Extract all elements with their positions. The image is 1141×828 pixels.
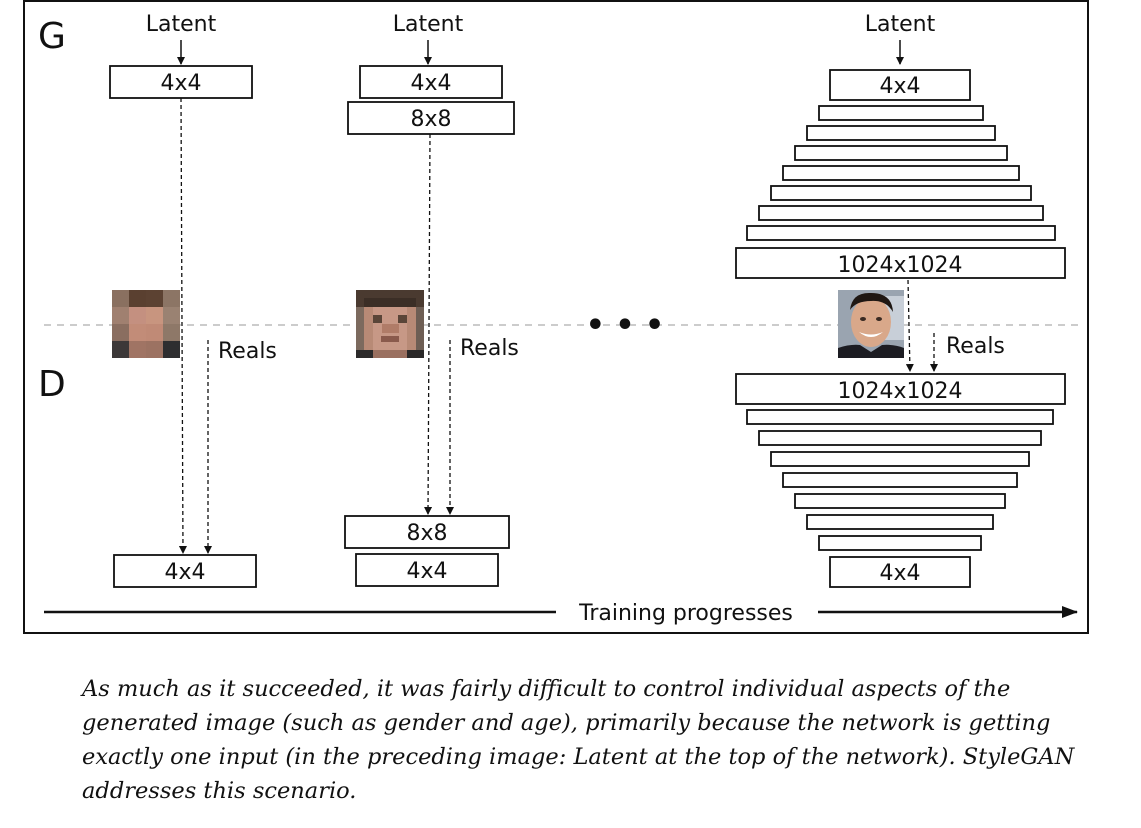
ellipsis: • • • (586, 308, 664, 343)
block-label: 4x4 (164, 560, 205, 585)
block-label: 8x8 (406, 521, 447, 546)
latent-label: Latent (865, 12, 936, 37)
generator-output-arrow (424, 133, 433, 515)
generator-layer-stack (746, 105, 1056, 241)
progress-label: Training progresses (578, 601, 793, 626)
discriminator-block-4x4 (113, 554, 257, 588)
generated-face-1024 (838, 290, 904, 358)
reals-label: Reals (946, 334, 1005, 359)
stage-2: Latent 4x4 8x8 Reals 8x8 4x4 (344, 12, 519, 587)
reals-label: Reals (218, 339, 277, 364)
block-label: 4x4 (406, 559, 447, 584)
block-label: 4x4 (410, 71, 451, 96)
discriminator-label: D (38, 364, 66, 405)
generated-face-4x4 (112, 290, 180, 358)
block-label: 8x8 (410, 107, 451, 132)
block-label: 4x4 (160, 71, 201, 96)
generated-face-8x8 (356, 290, 424, 358)
stage-1: Latent 4x4 Reals 4x4 (109, 12, 277, 588)
discriminator-block-1024 (735, 373, 1066, 405)
discriminator-block-4x4 (829, 556, 971, 588)
block-label: 4x4 (879, 74, 920, 99)
generator-block-1024 (735, 247, 1066, 279)
generator-block-4x4 (359, 65, 503, 99)
block-label: 4x4 (879, 561, 920, 586)
block-label: 1024x1024 (838, 379, 963, 404)
latent-label: Latent (146, 12, 217, 37)
reals-label: Reals (460, 336, 519, 361)
latent-label: Latent (393, 12, 464, 37)
generator-label: G (38, 16, 66, 57)
discriminator-block-4x4 (355, 553, 499, 587)
generator-output-arrow (905, 279, 914, 372)
progressive-gan-diagram: G D Latent 4x4 Reals (23, 0, 1089, 634)
generator-block-8x8 (347, 101, 515, 135)
discriminator-block-8x8 (344, 515, 510, 549)
generator-block-4x4 (109, 65, 253, 99)
discriminator-layer-stack (746, 409, 1054, 551)
figure-caption: As much as it succeeded, it was fairly d… (82, 676, 1075, 804)
generator-output-arrow (178, 97, 187, 554)
block-label: 1024x1024 (838, 253, 963, 278)
generator-block-4x4 (829, 69, 971, 101)
stage-final: Latent 4x4 1024x1024 Reals (735, 12, 1066, 588)
figure-frame (23, 0, 1089, 634)
